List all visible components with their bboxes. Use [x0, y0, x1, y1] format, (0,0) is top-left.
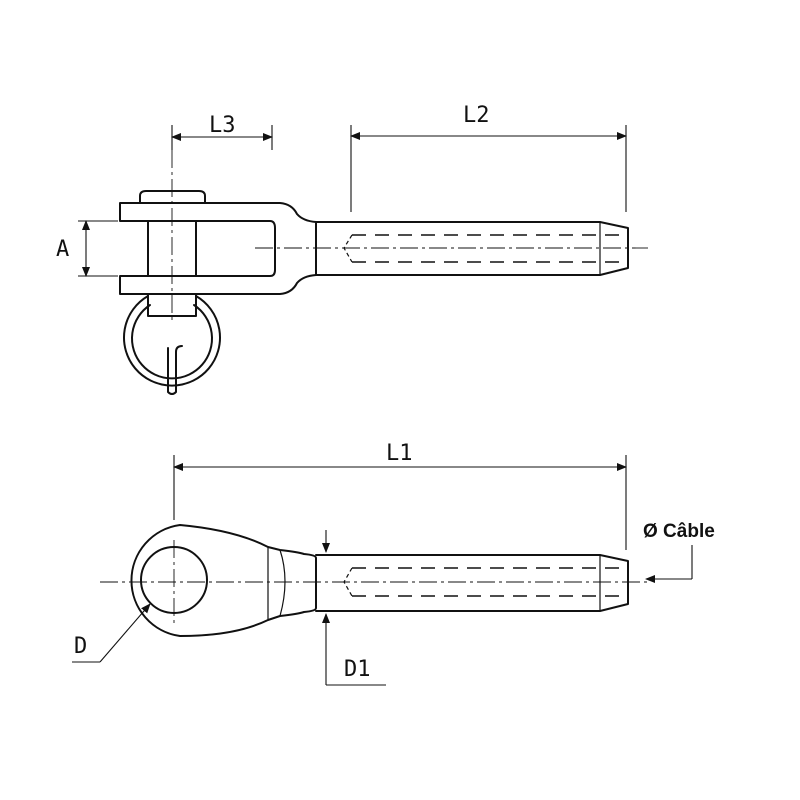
- l2-label: L2: [463, 103, 490, 128]
- fork-terminal-top-view: [119, 150, 648, 395]
- fork-body: [119, 202, 317, 295]
- eye-outer: [130, 524, 317, 637]
- dimension-d: D: [72, 603, 151, 663]
- split-ring: [123, 295, 221, 387]
- split-ring-gap: [167, 345, 183, 395]
- d-label: D: [74, 634, 87, 659]
- a-label: A: [56, 237, 69, 262]
- dimension-l2: L2: [350, 103, 627, 212]
- d1-label: D1: [344, 657, 371, 682]
- dimension-l1: L1: [173, 441, 627, 550]
- split-ring-inner: [131, 304, 213, 380]
- l1-label: L1: [386, 441, 413, 466]
- dimension-a: A: [56, 220, 118, 277]
- l3-label: L3: [209, 113, 236, 138]
- eye-shank: [315, 554, 629, 612]
- swage-shank: [315, 221, 629, 276]
- clevis-pin-lower: [147, 293, 197, 317]
- pin-head: [139, 190, 206, 204]
- dimension-l3: L3: [171, 113, 273, 150]
- eye-terminal-side-view: [100, 524, 648, 637]
- cable-callout: Ø Câble: [643, 521, 715, 583]
- cable-label: Ø Câble: [643, 521, 715, 542]
- dimension-d1: D1: [322, 530, 386, 686]
